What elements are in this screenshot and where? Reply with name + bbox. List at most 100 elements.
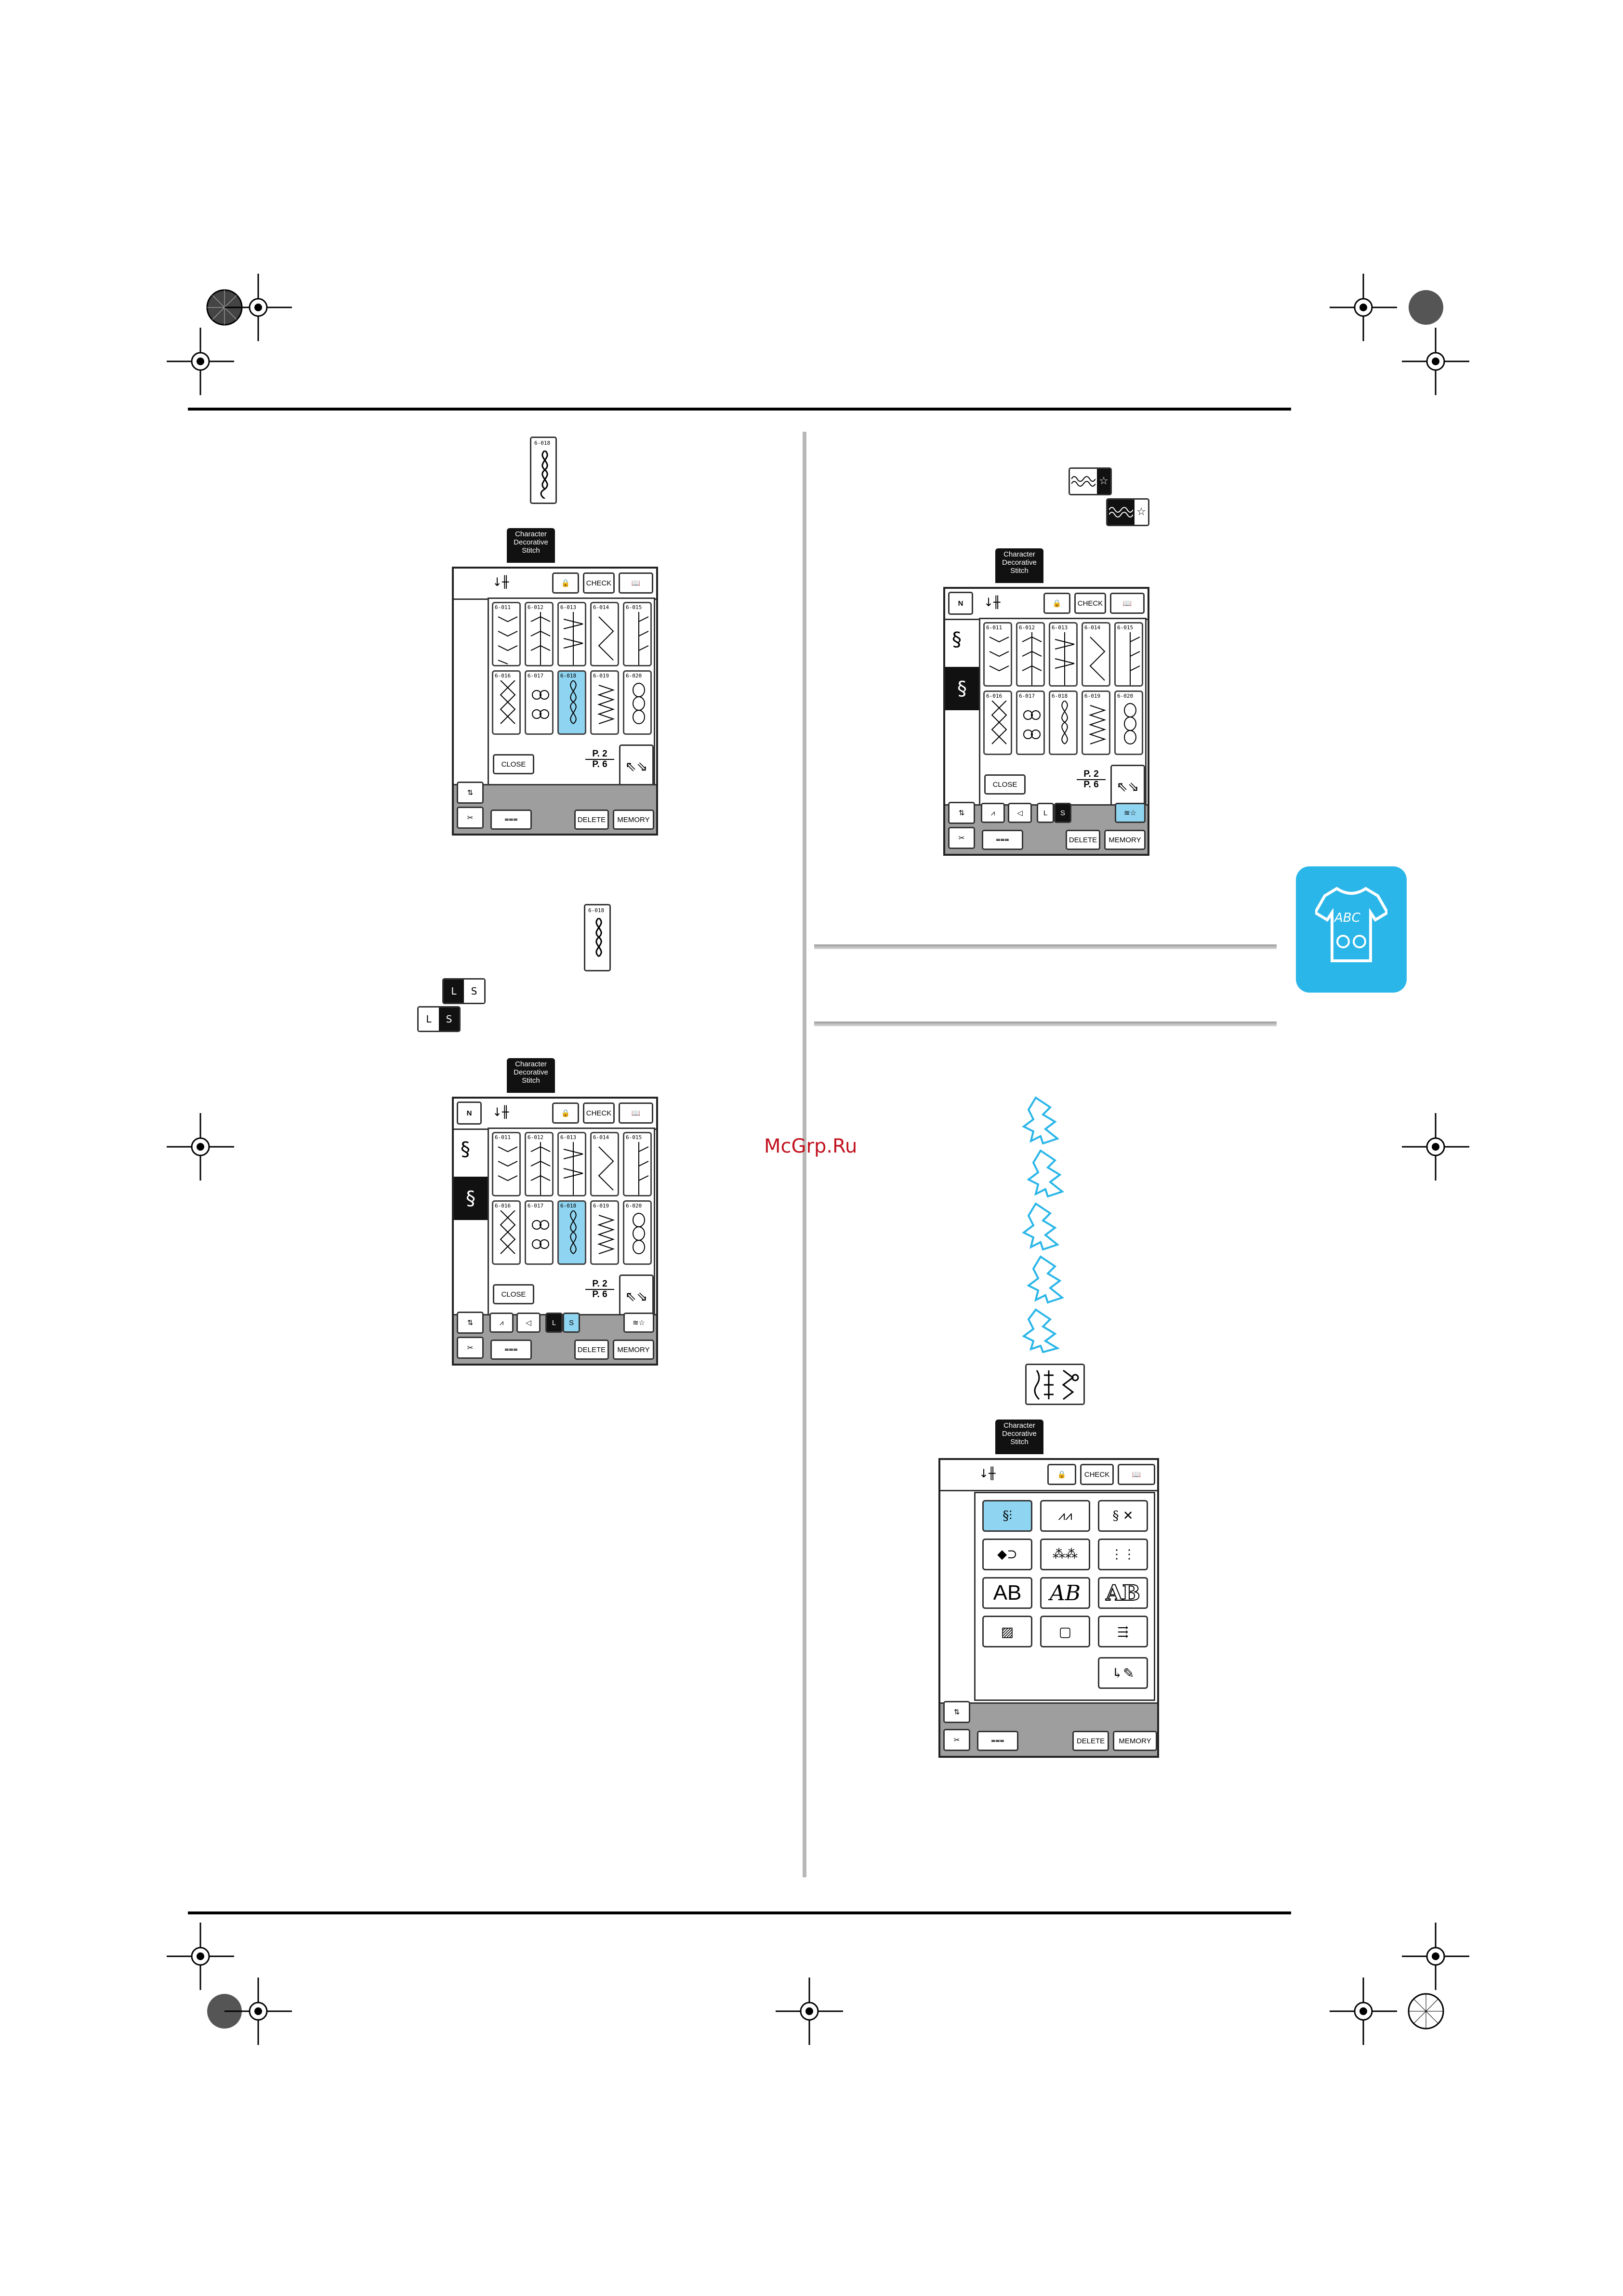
page-arrows-button[interactable]: ⇖⇘: [619, 1274, 654, 1318]
stitch-cell[interactable]: 6-012: [525, 1132, 554, 1196]
category-pattern-button[interactable]: ⁂⁂: [1040, 1539, 1090, 1570]
page-arrows-button[interactable]: ⇖⇘: [1110, 765, 1145, 808]
stitch-cell[interactable]: 6-015: [1114, 622, 1143, 687]
lock-button[interactable]: 🔒: [552, 1102, 579, 1124]
needle-up-down-button[interactable]: ⇅: [457, 1312, 484, 1334]
memory-button[interactable]: MEMORY: [613, 810, 654, 830]
delete-button[interactable]: DELETE: [1066, 830, 1100, 850]
stitch-cell[interactable]: 6-011: [983, 622, 1012, 687]
needle-up-down-button[interactable]: ⇅: [457, 782, 484, 804]
stitch-cell[interactable]: 6-016: [492, 670, 521, 735]
category-custom-stitch-button[interactable]: ↳✎: [1098, 1657, 1148, 1689]
check-button[interactable]: CHECK: [583, 1102, 615, 1124]
stitch-preview-button[interactable]: ⩶: [490, 1340, 532, 1360]
crosshair-mark: [776, 1977, 843, 2045]
stitch-cell[interactable]: 6-014: [590, 602, 619, 666]
stitch-cell[interactable]: 6-016: [983, 690, 1012, 755]
manual-button[interactable]: 📖: [1110, 593, 1145, 614]
category-font-script-button[interactable]: AB: [1040, 1577, 1090, 1609]
stitch-preview-button[interactable]: ⩶: [977, 1731, 1018, 1751]
thread-cut-button[interactable]: ✂: [457, 807, 484, 829]
category-satin-button[interactable]: ⩘⩘: [1040, 1500, 1090, 1532]
manual-button[interactable]: 📖: [619, 572, 653, 594]
stitch-cell[interactable]: 6-014: [590, 1132, 619, 1196]
stitch-cell[interactable]: 6-015: [623, 602, 652, 666]
stitch-select-screen-1: ↓╫ 🔒 CHECK 📖 6-011 6-012 6-013 6-014 6-0…: [452, 567, 658, 836]
stitch-cell[interactable]: 6-013: [557, 1132, 586, 1196]
stitch-preview-button[interactable]: ⩶: [490, 810, 532, 830]
stitch-cell[interactable]: 6-014: [1082, 622, 1110, 687]
stitch-cell[interactable]: 6-020: [623, 670, 652, 735]
category-pocket-button[interactable]: ▢: [1040, 1616, 1090, 1647]
stitch-cell[interactable]: 6-013: [1049, 622, 1078, 687]
screen-bottombar: ⇅ ✂ ⩶ DELETE MEMORY: [940, 1701, 1157, 1756]
check-button[interactable]: CHECK: [583, 572, 615, 594]
category-decorative-button[interactable]: §⫶: [982, 1500, 1032, 1532]
close-button[interactable]: CLOSE: [493, 1284, 534, 1304]
category-font-gothic-button[interactable]: AB: [982, 1577, 1032, 1609]
stitch-cell[interactable]: 6-012: [1016, 622, 1045, 687]
delete-button[interactable]: DELETE: [574, 810, 609, 830]
stitch-cell[interactable]: 6-019: [590, 670, 619, 735]
stitch-cell[interactable]: 6-020: [1114, 690, 1143, 755]
tab-line-2: Decorative: [514, 1068, 548, 1076]
stitch-cell[interactable]: 6-012: [525, 602, 554, 666]
page-arrows-button[interactable]: ⇖⇘: [619, 744, 654, 788]
category-usb-button[interactable]: ⇶: [1098, 1616, 1148, 1647]
lock-button[interactable]: 🔒: [1047, 1464, 1076, 1485]
needle-up-down-button[interactable]: ⇅: [943, 1701, 970, 1723]
check-button[interactable]: CHECK: [1080, 1464, 1114, 1485]
n-button[interactable]: N: [948, 592, 973, 615]
density-button[interactable]: ≋☆: [1115, 803, 1146, 823]
stitch-cell[interactable]: 6-017: [1016, 690, 1045, 755]
stitch-select-screen-2: N ↓╫ 🔒 CHECK 📖 § § 6-011 6-012 6-013 6-0…: [452, 1097, 658, 1366]
flip-button[interactable]: ◁: [516, 1313, 541, 1333]
category-utility-button[interactable]: ◆⊃: [982, 1539, 1032, 1570]
lock-button[interactable]: 🔒: [1043, 593, 1070, 614]
memory-button[interactable]: MEMORY: [1113, 1731, 1157, 1751]
size-l-button[interactable]: L: [545, 1313, 563, 1333]
category-saved-button[interactable]: ▨: [982, 1616, 1032, 1647]
stitch-preview-button[interactable]: ⩶: [982, 830, 1023, 850]
memory-button[interactable]: MEMORY: [613, 1340, 654, 1360]
close-button[interactable]: CLOSE: [493, 754, 534, 774]
stitch-cell[interactable]: 6-019: [1082, 690, 1110, 755]
memory-button[interactable]: MEMORY: [1104, 830, 1146, 850]
n-button[interactable]: N: [457, 1102, 482, 1125]
mirror-button[interactable]: ⩘: [981, 803, 1005, 823]
stitch-cell[interactable]: 6-011: [492, 1132, 521, 1196]
size-s-button[interactable]: S: [1054, 803, 1071, 823]
stitch-code: 6-017: [528, 1203, 544, 1209]
stitch-cell[interactable]: 6-019: [590, 1200, 619, 1265]
thread-cut-button[interactable]: ✂: [943, 1729, 970, 1751]
manual-button[interactable]: 📖: [619, 1102, 653, 1124]
stitch-cell[interactable]: 6-018: [1049, 690, 1078, 755]
stitch-cell[interactable]: 6-015: [623, 1132, 652, 1196]
close-button[interactable]: CLOSE: [984, 774, 1026, 795]
stitch-cell[interactable]: 6-016: [492, 1200, 521, 1265]
stitch-cell[interactable]: 6-017: [525, 1200, 554, 1265]
mirror-button[interactable]: ⩘: [489, 1313, 514, 1333]
delete-button[interactable]: DELETE: [1072, 1731, 1109, 1751]
flip-button[interactable]: ◁: [1008, 803, 1032, 823]
stitch-cell[interactable]: 6-013: [557, 602, 586, 666]
thread-cut-button[interactable]: ✂: [948, 827, 975, 849]
size-l-label: L: [444, 980, 464, 1003]
thread-cut-button[interactable]: ✂: [457, 1337, 484, 1359]
lock-button[interactable]: 🔒: [552, 572, 579, 594]
manual-button[interactable]: 📖: [1118, 1464, 1155, 1485]
density-button[interactable]: ≋☆: [623, 1313, 654, 1333]
size-s-button[interactable]: S: [563, 1313, 580, 1333]
size-l-button[interactable]: L: [1037, 803, 1054, 823]
needle-up-down-button[interactable]: ⇅: [948, 802, 975, 824]
category-line-button[interactable]: ⋮⋮: [1098, 1539, 1148, 1570]
stitch-cell-selected[interactable]: 6-018: [557, 670, 586, 735]
stitch-cell-selected[interactable]: 6-018: [557, 1200, 586, 1265]
category-cross-button[interactable]: § ✕: [1098, 1500, 1148, 1532]
check-button[interactable]: CHECK: [1074, 593, 1106, 614]
stitch-cell[interactable]: 6-011: [492, 602, 521, 666]
stitch-cell[interactable]: 6-020: [623, 1200, 652, 1265]
delete-button[interactable]: DELETE: [574, 1340, 609, 1360]
stitch-cell[interactable]: 6-017: [525, 670, 554, 735]
category-font-outline-button[interactable]: AB: [1098, 1577, 1148, 1609]
